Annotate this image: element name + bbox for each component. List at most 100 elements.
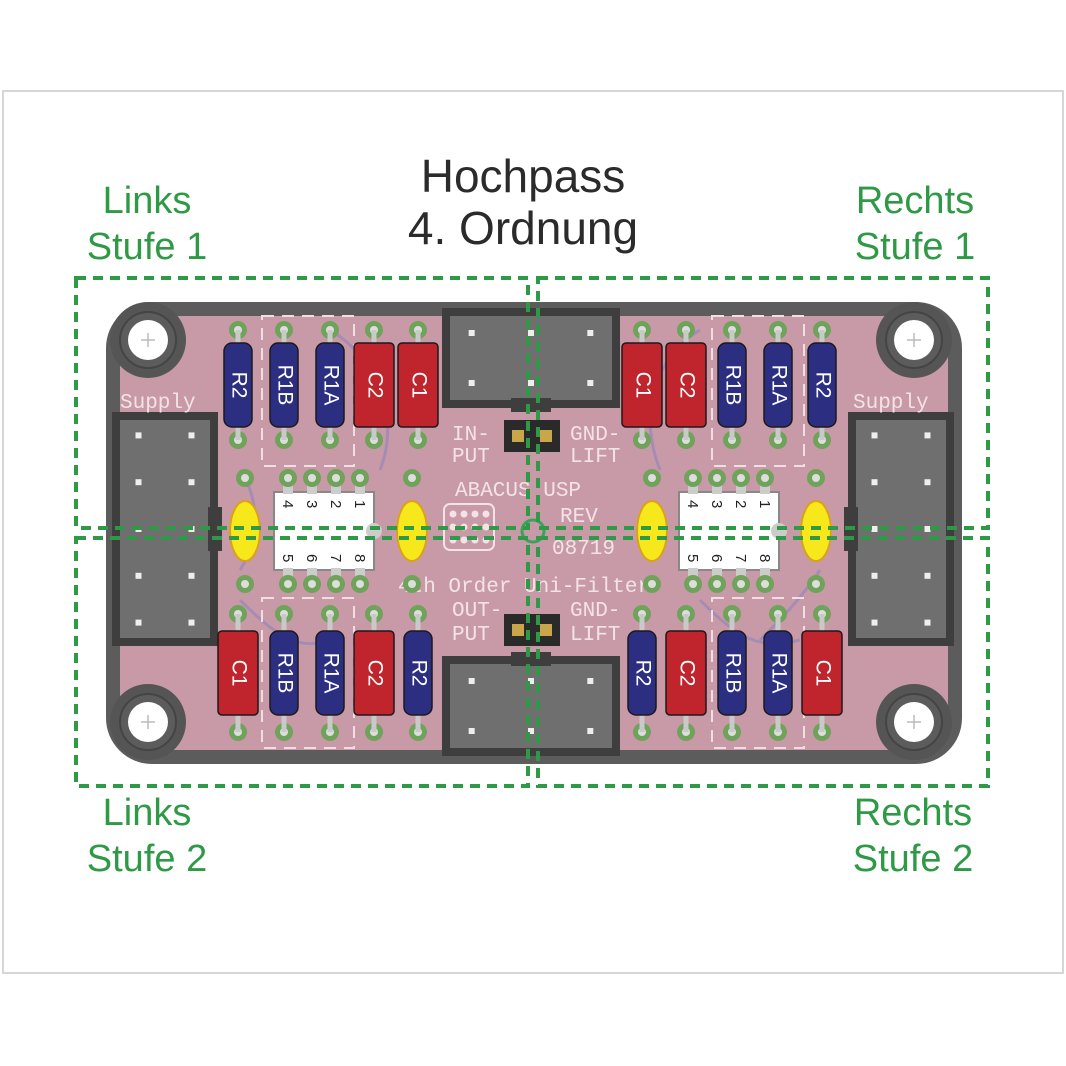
connector-pin bbox=[871, 526, 878, 532]
component-top-right-r2: R2 bbox=[807, 342, 837, 428]
solder-pad-hole bbox=[761, 474, 769, 482]
ic-pin bbox=[712, 484, 722, 494]
ic-pin-number: 8 bbox=[351, 554, 368, 562]
ic-pin-number: 7 bbox=[327, 554, 344, 562]
component-label: C2 bbox=[675, 660, 698, 687]
ic-pin-number: 4 bbox=[684, 500, 701, 508]
component-top-right-r1a: R1A bbox=[763, 342, 793, 428]
component-label: R1A bbox=[767, 653, 790, 694]
resistor-body bbox=[763, 342, 793, 428]
component-top-left-c2: C2 bbox=[353, 342, 395, 428]
label-line: Rechts bbox=[853, 792, 973, 834]
ic-pin-number: 7 bbox=[732, 554, 749, 562]
solder-pad-hole bbox=[356, 474, 364, 482]
capacitor-body bbox=[621, 342, 663, 428]
label-line: Stufe 2 bbox=[86, 838, 208, 880]
solder-pad-hole bbox=[812, 474, 820, 482]
ic-pin bbox=[712, 568, 722, 578]
component-top-left-r1a: R1A bbox=[315, 342, 345, 428]
component-label: R2 bbox=[407, 660, 430, 687]
silk-rev: REV bbox=[560, 506, 598, 529]
connector-pin bbox=[135, 572, 142, 579]
component-label: R1A bbox=[319, 653, 342, 694]
diagram-title: Hochpass 4. Ordnung bbox=[0, 150, 1046, 254]
connector-pin bbox=[468, 728, 475, 734]
component-top-right-c1: C1 bbox=[621, 342, 663, 428]
connector-pin bbox=[871, 619, 878, 626]
connector-pin bbox=[528, 678, 534, 684]
silk-gnd-lift: LIFT bbox=[570, 624, 620, 647]
resistor-body bbox=[807, 342, 837, 428]
component-top-left-r1b: R1B bbox=[269, 342, 299, 428]
label-line: Links bbox=[102, 792, 192, 834]
ic-pin-number: 5 bbox=[684, 554, 701, 562]
ic-pin-number: 2 bbox=[327, 500, 344, 508]
silk-output: OUT- bbox=[452, 600, 502, 623]
connector-pin bbox=[468, 330, 475, 336]
hole-crosshair bbox=[141, 333, 155, 347]
quadrant-box-links-stufe-1 bbox=[74, 276, 530, 530]
solder-pad-hole bbox=[737, 580, 745, 588]
component-label: R1B bbox=[721, 653, 744, 694]
resistor-body bbox=[223, 342, 253, 428]
ic-pin-number: 5 bbox=[279, 554, 296, 562]
solder-pad-hole bbox=[284, 474, 292, 482]
ic-pin bbox=[760, 568, 770, 578]
ic-pin bbox=[760, 484, 770, 494]
solder-pad-hole bbox=[241, 474, 249, 482]
silk-brand: ABACUS USP bbox=[455, 480, 581, 503]
component-label: C1 bbox=[631, 372, 654, 399]
ic-pin-number: 3 bbox=[303, 500, 320, 508]
solder-pad-hole bbox=[648, 580, 656, 588]
label-rechts-stufe-1: Rechts Stufe 1 bbox=[800, 178, 1030, 270]
led bbox=[800, 500, 832, 562]
component-bottom-right-c2: C2 bbox=[665, 630, 707, 716]
connector-pin bbox=[468, 380, 475, 386]
ic-pin-number: 2 bbox=[732, 500, 749, 508]
label-line: Stufe 2 bbox=[852, 838, 974, 880]
connector-pin bbox=[924, 526, 931, 532]
solder-pad-hole bbox=[648, 474, 656, 482]
resistor-body bbox=[269, 630, 299, 716]
label-line: Rechts bbox=[855, 180, 975, 222]
ic-pin bbox=[355, 568, 365, 578]
silk-logo-dot bbox=[482, 510, 490, 518]
ic-pin bbox=[736, 568, 746, 578]
component-bottom-left-c1: C1 bbox=[217, 630, 259, 716]
silkscreen-outline bbox=[711, 315, 805, 467]
label-line: Stufe 1 bbox=[86, 226, 208, 268]
connector-pin bbox=[528, 728, 534, 734]
resistor-body bbox=[627, 630, 657, 716]
ic-pin bbox=[283, 568, 293, 578]
silk-gnd-lift: GND- bbox=[570, 424, 620, 447]
connector-pin bbox=[587, 728, 594, 734]
solder-pad-hole bbox=[812, 580, 820, 588]
ic-pin-number: 3 bbox=[708, 500, 725, 508]
component-top-right-c2: C2 bbox=[665, 342, 707, 428]
silk-rev: 08719 bbox=[552, 538, 615, 561]
connector-pin bbox=[135, 432, 142, 439]
capacitor-body bbox=[665, 630, 707, 716]
component-label: C2 bbox=[363, 660, 386, 687]
component-label: R2 bbox=[811, 372, 834, 399]
resistor-body bbox=[315, 630, 345, 716]
led bbox=[396, 500, 428, 562]
silk-input: IN- bbox=[452, 424, 490, 447]
connector-notch bbox=[511, 652, 551, 666]
connector-pin bbox=[188, 432, 195, 439]
solder-pad-hole bbox=[284, 580, 292, 588]
ic-pin bbox=[307, 568, 317, 578]
ic-pin bbox=[355, 484, 365, 494]
connector-pin bbox=[871, 479, 878, 486]
connector-pin bbox=[871, 572, 878, 579]
component-bottom-right-r1a: R1A bbox=[763, 630, 793, 716]
led bbox=[636, 500, 668, 562]
led bbox=[229, 500, 261, 562]
capacitor-body bbox=[217, 630, 259, 716]
center-via bbox=[520, 518, 546, 544]
capacitor-body bbox=[801, 630, 843, 716]
hole-crosshair bbox=[907, 333, 921, 347]
